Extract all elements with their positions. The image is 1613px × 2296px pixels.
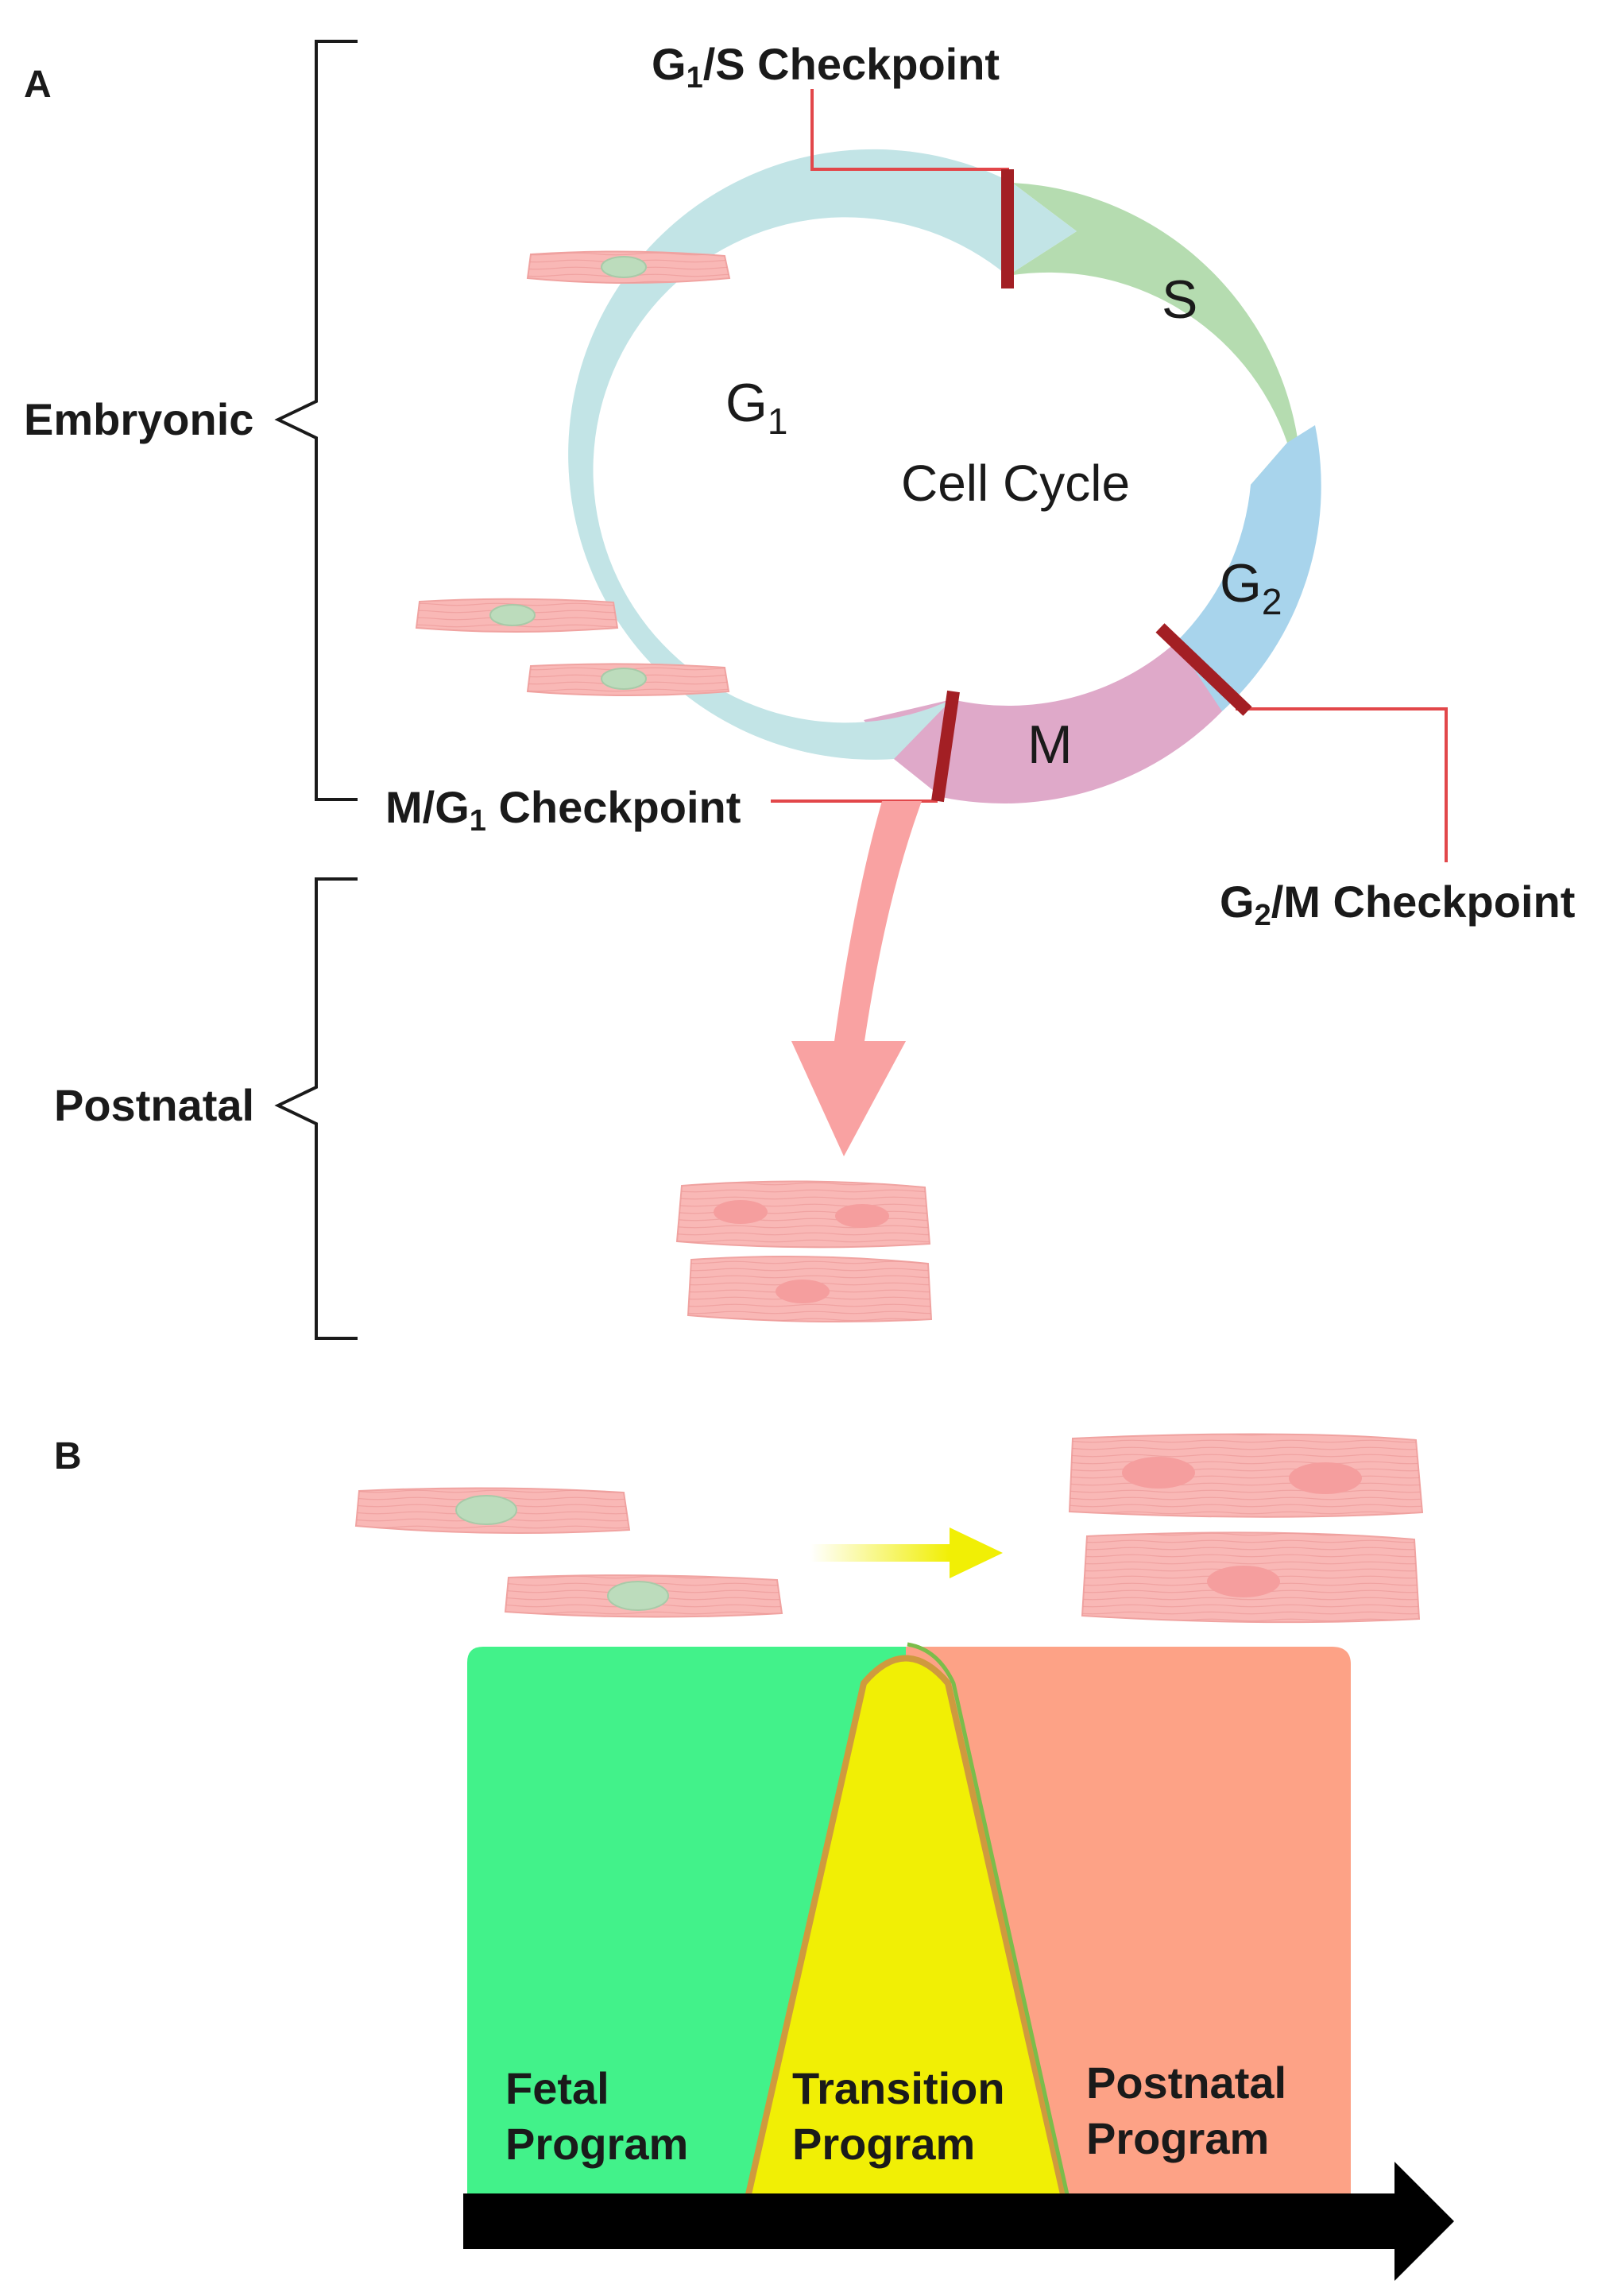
postnatal-bracket [274, 877, 358, 1340]
embryonic-label: Embryonic [24, 394, 253, 444]
fetal-cardiomyocyte [504, 1574, 783, 1618]
cell-cycle-title: Cell Cycle [901, 455, 1130, 512]
transition-program-label: Transition Program [792, 2063, 1017, 2169]
mature-cardiomyocyte [1068, 1433, 1424, 1518]
time-axis-arrow [463, 2162, 1454, 2281]
postnatal-program-label: Postnatal Program [1086, 2058, 1299, 2163]
g2m-checkpoint-bar [1155, 623, 1252, 716]
s-phase-arc [1008, 183, 1302, 491]
m-phase-arc [864, 642, 1222, 804]
fetal-program-label: Fetal Program [505, 2063, 688, 2169]
g1-phase-arc [568, 149, 1077, 760]
postnatal-label: Postnatal [54, 1080, 254, 1130]
g1s-checkpoint-label: G1/S Checkpoint [652, 39, 1000, 95]
g1s-leader-line [810, 89, 1009, 171]
postnatal-cardiomyocyte [687, 1256, 933, 1323]
g2-phase-label: G2 [1220, 553, 1282, 622]
panel-a-label: A [24, 64, 52, 106]
panel-b-label: B [54, 1435, 82, 1477]
postnatal-cardiomyocyte [675, 1180, 931, 1249]
maturation-arrow [810, 1527, 1003, 1578]
g1-phase-label: G1 [725, 373, 788, 442]
mg1-checkpoint-bar [931, 690, 960, 803]
embryonic-cardiomyocyte [526, 250, 731, 284]
mature-cardiomyocyte [1081, 1531, 1421, 1624]
transition-program-peak [744, 1655, 1068, 2205]
g2m-checkpoint-label: G2/M Checkpoint [1220, 877, 1575, 932]
s-phase-label: S [1162, 269, 1197, 330]
embryonic-cardiomyocyte [526, 663, 730, 696]
fetal-cardiomyocyte [354, 1487, 631, 1534]
mg1-checkpoint-label: M/G1 Checkpoint [385, 782, 741, 838]
embryonic-cardiomyocyte [415, 598, 619, 633]
embryonic-bracket [274, 40, 358, 801]
cell-cycle-exit-arrow [791, 801, 922, 1156]
g2m-leader-line [1236, 707, 1448, 862]
m-phase-label: M [1027, 714, 1073, 775]
